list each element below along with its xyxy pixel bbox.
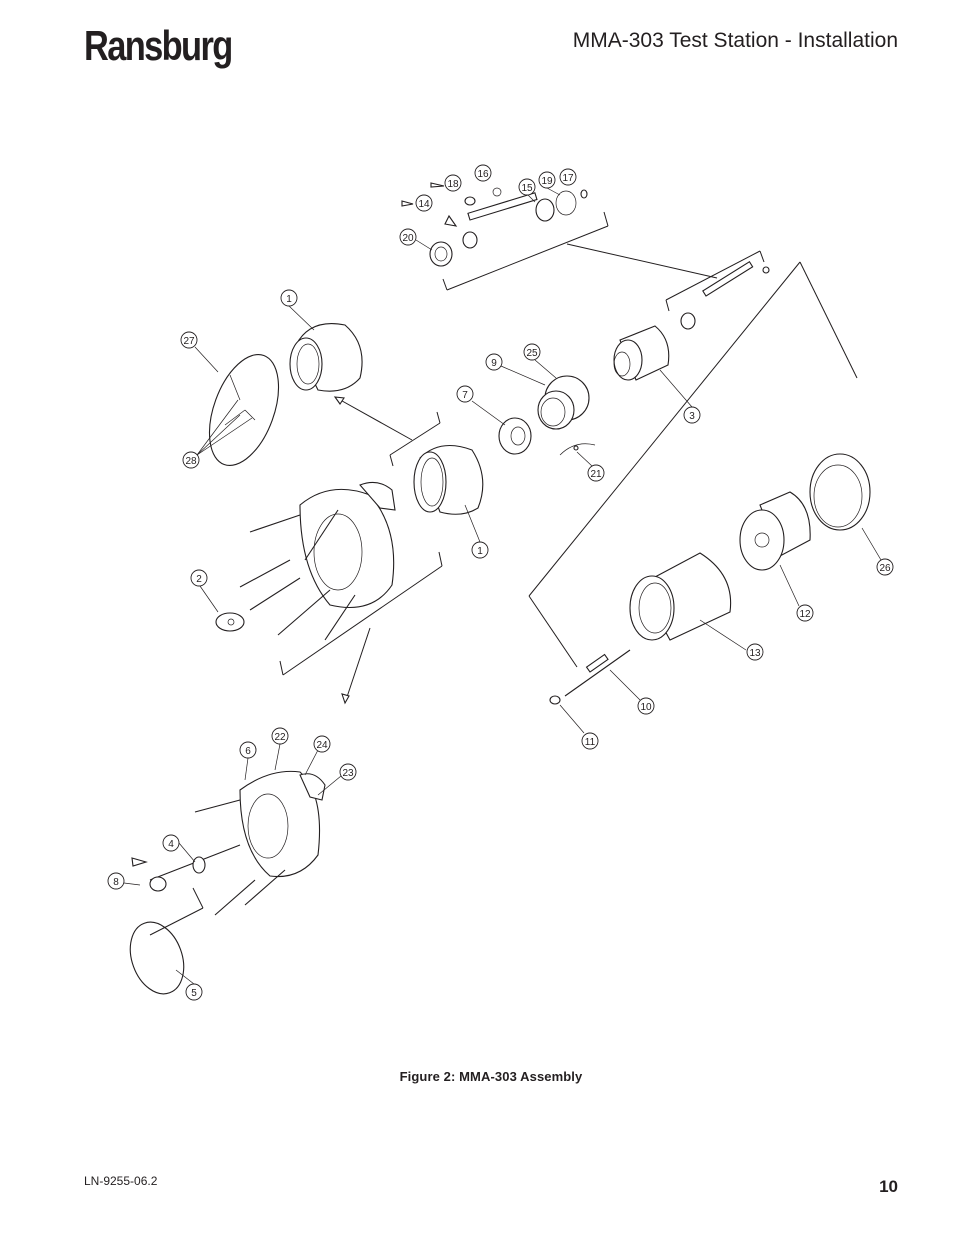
callout-9: 9	[491, 358, 497, 369]
callout-25: 25	[526, 348, 538, 359]
spray-head-lower	[129, 770, 326, 995]
callout-6: 6	[245, 746, 251, 757]
callout-14: 14	[418, 199, 430, 210]
callout-2: 2	[196, 574, 202, 585]
center-rings	[498, 375, 596, 456]
callout-19: 19	[541, 176, 553, 187]
callout-24: 24	[316, 740, 328, 751]
brand-logo: Ransburg	[84, 22, 233, 69]
callout-13: 13	[749, 648, 761, 659]
callout-17: 17	[562, 173, 574, 184]
callout-23: 23	[342, 768, 354, 779]
shaft-subassembly	[401, 182, 609, 291]
callout-16: 16	[477, 169, 489, 180]
callout-27: 27	[183, 336, 195, 347]
callout-3: 3	[689, 411, 695, 422]
shaping-disc	[208, 353, 280, 467]
callout-26: 26	[879, 563, 891, 574]
callout-28: 28	[185, 456, 197, 467]
callout-21: 21	[590, 469, 602, 480]
callout-22: 22	[274, 732, 286, 743]
end-plate	[739, 491, 811, 571]
callout-7: 7	[462, 390, 468, 401]
document-number: LN-9255-06.2	[84, 1174, 158, 1188]
shroud-upper	[289, 323, 363, 392]
assembly-drawing: 1 1 2 3 4 5 6 7 8 9 10 11 12 13 14 15 16…	[107, 164, 894, 1001]
callout-12: 12	[799, 609, 811, 620]
callout-labels: 1 1 2 3 4 5 6 7 8 9 10 11 12 13 14 15 16…	[107, 164, 894, 1001]
callout-5: 5	[191, 988, 197, 999]
motor-housing	[629, 552, 732, 641]
shroud-lower	[413, 444, 484, 515]
callout-1a: 1	[286, 294, 292, 305]
figure-caption-text: Figure 2: MMA-303 Assembly	[399, 1069, 583, 1084]
callout-4: 4	[168, 839, 174, 850]
callout-8: 8	[113, 877, 119, 888]
callout-1b: 1	[477, 546, 483, 557]
callout-20: 20	[402, 233, 414, 244]
callout-10: 10	[640, 702, 652, 713]
long-shaft	[665, 250, 770, 330]
callout-11: 11	[585, 737, 596, 748]
figure-caption: Figure 2: MMA-303 Assembly	[0, 1069, 954, 1084]
turbine-housing	[613, 325, 670, 381]
page-number: 10	[879, 1177, 898, 1196]
retaining-ring	[809, 453, 871, 531]
document-title: MMA-303 Test Station - Installation	[572, 29, 898, 52]
callout-15: 15	[521, 183, 533, 194]
spray-head-main	[215, 481, 396, 641]
probe-pin	[549, 649, 631, 705]
callout-18: 18	[447, 179, 459, 190]
